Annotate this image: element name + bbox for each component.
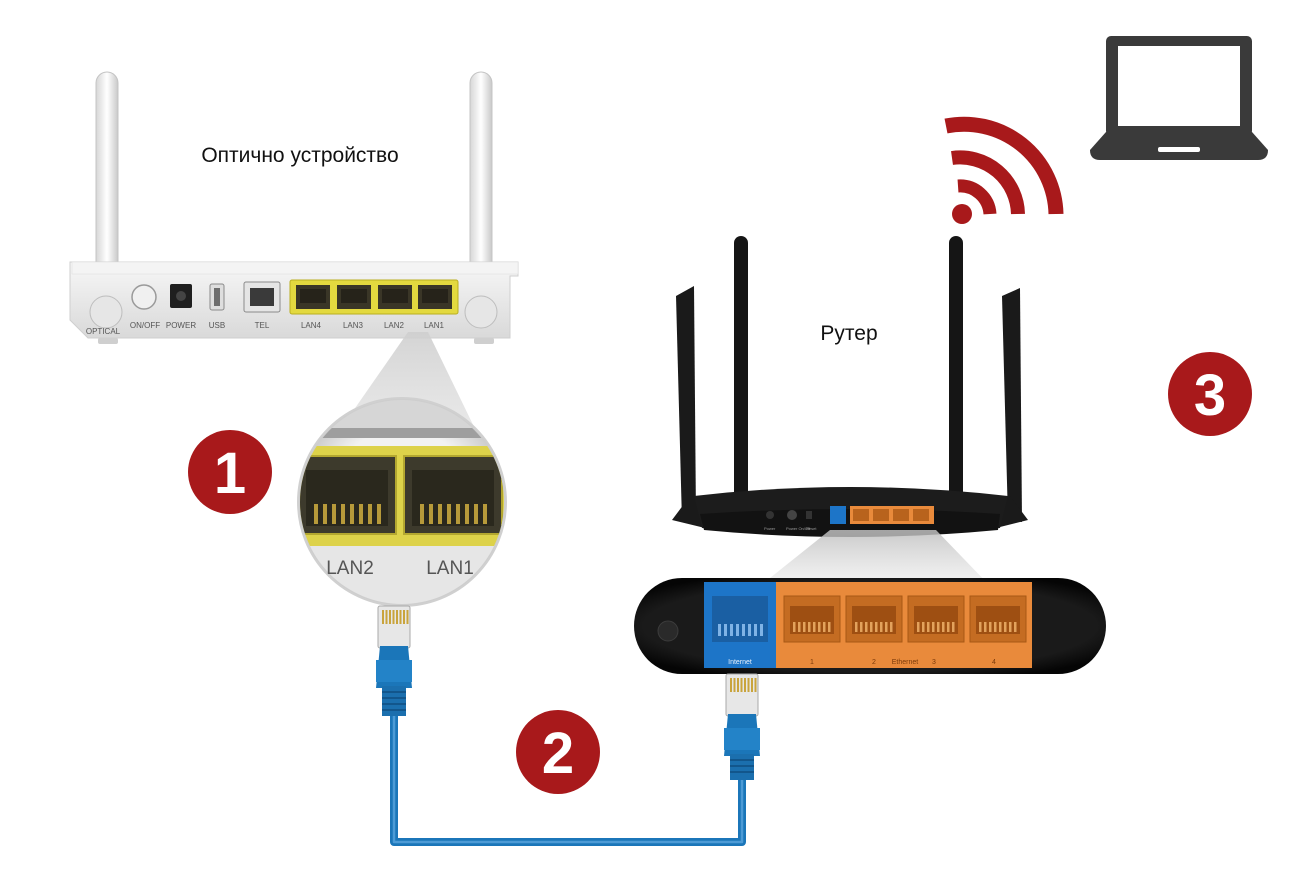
svg-text:Power On/Off: Power On/Off	[786, 526, 811, 531]
onu-label-lan3: LAN3	[343, 321, 364, 330]
cable-connector-left	[376, 605, 412, 716]
router-power-button	[787, 510, 797, 520]
onu-port-zoom: LAN2 LAN1	[297, 332, 507, 607]
router-antenna-inner-left	[734, 236, 748, 518]
onu-zoom-label-lan1: LAN1	[426, 558, 474, 579]
router-small-lan-ports	[853, 509, 929, 521]
laptop-icon	[1090, 36, 1268, 160]
svg-text:Reset: Reset	[806, 526, 817, 531]
onu-antenna-base-left	[89, 295, 123, 329]
router-reset	[806, 511, 812, 519]
router-zoom-wan-pins	[718, 624, 763, 636]
onu-label-optical: OPTICAL	[86, 327, 121, 336]
router: Power Power On/Off Reset	[672, 236, 1028, 537]
ethernet-cable	[390, 716, 746, 846]
onu-zoom-label-lan2: LAN2	[326, 558, 374, 579]
router-label: Рутер	[820, 322, 877, 345]
router-zoom-lan-num-3: 3	[932, 659, 936, 666]
onu-label-usb: USB	[209, 321, 225, 330]
router-port-zoom: Internet 1 2 Ethernet 3 4	[634, 530, 1106, 674]
onu-zoom-pins	[314, 504, 487, 524]
router-zoom-ethernet-label: Ethernet	[892, 659, 919, 666]
step-2-number: 2	[542, 721, 574, 786]
onu-antenna-base-right	[464, 295, 498, 329]
onu-label-onoff: ON/OFF	[130, 321, 160, 330]
router-wan-port-small	[830, 506, 846, 524]
router-zoom-lan-ports	[783, 595, 1027, 643]
onu-label-lan4: LAN4	[301, 321, 322, 330]
step-1-badge: 1	[188, 430, 272, 514]
router-antenna-inner-right	[949, 236, 963, 518]
step-2-badge: 2	[516, 710, 600, 794]
step-1-number: 1	[214, 441, 246, 506]
router-antenna-far-right	[1002, 288, 1022, 522]
onu-label-tel: TEL	[255, 321, 270, 330]
optical-device-label: Оптично устройство	[201, 144, 398, 167]
router-zoom-beam	[760, 530, 990, 586]
wifi-icon	[944, 116, 1064, 224]
step-3-number: 3	[1194, 363, 1226, 428]
onu-lan-ports	[296, 285, 452, 309]
router-power-jack	[766, 511, 774, 519]
onu-label-lan2: LAN2	[384, 321, 405, 330]
onu-label-power: POWER	[166, 321, 196, 330]
onu-lan-block	[289, 279, 459, 315]
cable-connector-right	[724, 673, 760, 780]
router-zoom-wan-label: Internet	[728, 659, 752, 666]
optical-device: OPTICAL ON/OFF POWER USB TEL LAN4 LAN3 L…	[69, 71, 519, 344]
onu-power-switch	[131, 284, 157, 310]
step-3-badge: 3	[1168, 352, 1252, 436]
router-antenna-far-left	[676, 286, 696, 522]
router-zoom-lan-num-1: 1	[810, 659, 814, 666]
router-zoom-lan-num-4: 4	[992, 659, 996, 666]
svg-text:Power: Power	[764, 526, 776, 531]
onu-label-lan1: LAN1	[424, 321, 445, 330]
router-zoom-lan-num-2: 2	[872, 659, 876, 666]
router-zoom-button	[657, 620, 679, 642]
